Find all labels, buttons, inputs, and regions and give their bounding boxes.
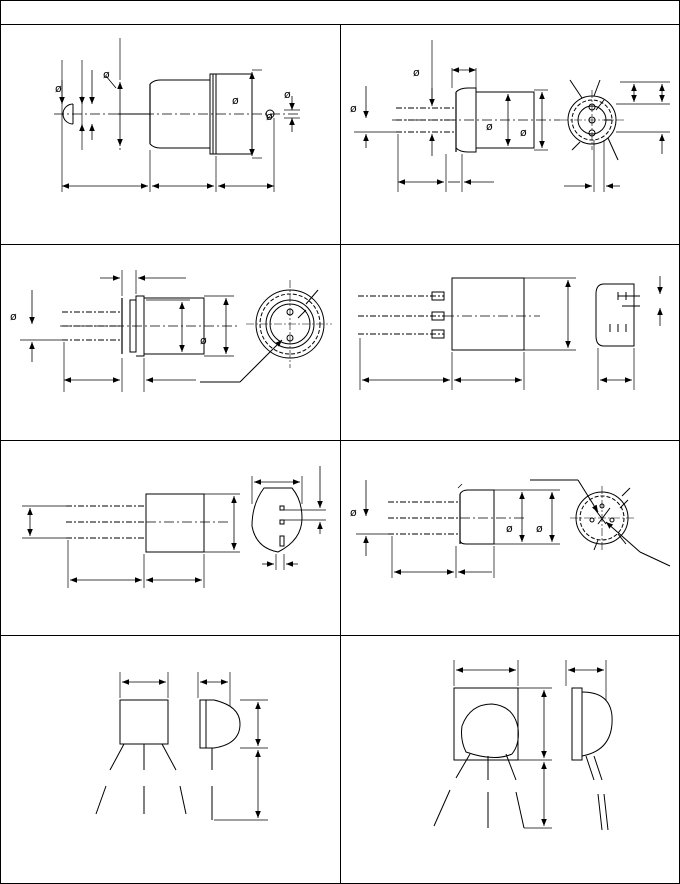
panel-6-diameter-label: ø [350,506,357,519]
panel-6-diameter-labels: ø ø ø [350,506,543,535]
panel-3-end-view [200,280,332,383]
panel-1-dimension-lines [59,70,295,189]
panel-1-diameter-label: ø [284,88,291,101]
panel-4-drawing [358,276,663,390]
panel-5-dimension-lines [27,466,323,583]
panel-4-leads [358,291,445,339]
panel-7-extension-lines [119,672,268,821]
panel-1-drawing [54,38,300,192]
panel-8-front-view [433,687,525,829]
panel-4-body [451,277,525,351]
panel-1-extension-lines [61,38,300,192]
panel-2-body [455,87,535,153]
panel-2-dimension-lines [363,67,665,189]
panel-2-leads [396,107,456,133]
panel-7-front-view [95,699,187,815]
panel-6-dimension-lines [363,480,555,575]
panel-2-diameter-label: ø [520,126,527,139]
panel-5-extension-lines [22,476,326,588]
panel-1-diameter-labels: ø ø ø ø ø [55,68,291,123]
panel-6-drawing [356,479,671,578]
panel-1-diameter-label: ø [103,68,110,81]
panel-2-extension-lines [354,40,670,192]
panel-4-dimension-lines [362,276,663,383]
panel-3-drawing [20,270,332,392]
panel-6-extension-lines [356,483,560,578]
panel-2-end-view [560,79,624,161]
panel-3-leads [62,311,122,341]
panel-1-lead-stub [62,103,74,125]
panel-7-drawing [95,672,268,821]
panel-3-dimension-lines [29,275,229,383]
panel-5-end-view [251,487,303,553]
panel-1-diameter-label: ø [266,110,273,123]
panel-5-drawing [22,466,326,588]
panel-2-diameter-label: ø [413,66,420,79]
panel-8-drawing [433,660,613,831]
panel-8-dimension-lines [456,667,604,826]
panel-6-body [459,489,495,545]
panel-3-diameter-label: ø [10,310,17,323]
panel-1-diameter-label: ø [55,82,62,95]
panel-4-end-view [595,283,640,347]
panel-5-body [145,493,205,553]
panel-6-diameter-label: ø [536,522,543,535]
panel-7-side-view [199,699,241,820]
panel-3-extension-lines [20,270,234,392]
panel-2-diameter-label: ø [350,102,357,115]
panel-5-leads [66,505,146,539]
panel-1-cap [209,73,275,155]
panel-8-extension-lines [453,660,607,829]
panel-1-diameter-label: ø [232,94,239,107]
panel-6-diameter-label: ø [506,522,513,535]
panel-8-side-view [571,687,613,831]
panel-7-dimension-lines [122,679,261,818]
panel-4-extension-lines [359,277,635,390]
panel-2-diameter-label: ø [486,120,493,133]
panel-3-diameter-label: ø [200,334,207,347]
panel-2-drawing [354,40,670,192]
panel-6-leads [388,501,460,535]
panel-2-diameter-labels: ø ø ø ø [350,66,527,139]
panel-3-diameter-labels: ø ø [10,310,207,347]
panel-6-end-view [530,479,671,567]
